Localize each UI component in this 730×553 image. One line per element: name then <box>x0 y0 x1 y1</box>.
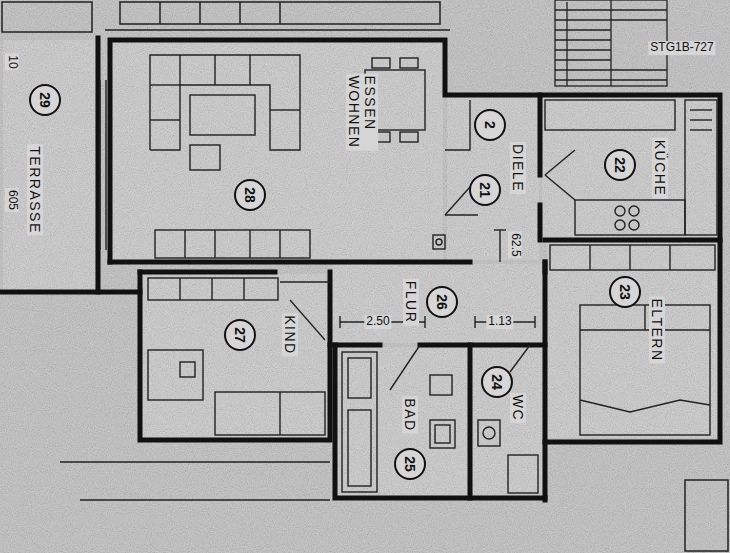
room-number-circle: 23 <box>609 276 641 308</box>
room-area: ESSEN WOHNEN 28 <box>112 42 443 260</box>
room-number: 25 <box>402 456 418 472</box>
room-area: KIND 27 <box>142 274 328 438</box>
room-name: DIELE <box>510 142 526 194</box>
room-number: 23 <box>617 284 633 300</box>
room-number: 27 <box>232 327 248 343</box>
room-number: 28 <box>242 187 258 203</box>
room-number: 24 <box>489 374 505 390</box>
room-number-circle: 27 <box>224 319 256 351</box>
room-name: KÜCHE <box>652 138 668 199</box>
room-number-circle: 26 <box>426 286 458 318</box>
room-name: ELTERN <box>649 296 665 363</box>
furniture <box>100 55 717 493</box>
dimension-label: STG1B-727 <box>648 41 715 55</box>
room-area: BAD 25 <box>337 347 468 496</box>
room-name: ESSEN WOHNEN <box>346 74 378 151</box>
room-area: FLUR 26 <box>332 264 543 343</box>
room-number-circle: 25 <box>394 448 426 480</box>
room-number-circle: 22 <box>604 149 636 181</box>
room-number-circle: 28 <box>234 179 266 211</box>
room-number-circle: 29 <box>29 84 61 116</box>
room-number: 2 <box>482 121 498 129</box>
edge-note: 10 <box>5 53 19 70</box>
room-number-circle: 21 <box>469 174 501 206</box>
walls <box>0 38 720 500</box>
room-area: DIELE 2 21 <box>447 97 539 260</box>
room-name: TERRASSE <box>27 144 43 235</box>
room-number: 29 <box>37 92 53 108</box>
edge-note: 605 <box>5 188 19 212</box>
room-name: FLUR <box>403 279 419 326</box>
room-number: 26 <box>434 294 450 310</box>
room-area: TERRASSE 29 <box>3 40 95 290</box>
room-area: ELTERN 23 <box>547 242 718 438</box>
room-name: WC <box>510 393 526 423</box>
room-number: 21 <box>477 182 493 198</box>
room-area: WC 24 <box>472 347 543 496</box>
room-number-circle: 2 <box>474 109 506 141</box>
dimension-label: 1.13 <box>486 315 513 329</box>
room-area: KÜCHE 22 <box>542 97 718 238</box>
room-name: KIND <box>282 313 298 356</box>
room-number-circle: 24 <box>481 366 513 398</box>
room-name: BAD <box>402 396 418 433</box>
edge-note: 62.5 <box>508 231 522 258</box>
room-number: 22 <box>612 157 628 173</box>
dimension-label: 2.50 <box>364 315 391 329</box>
